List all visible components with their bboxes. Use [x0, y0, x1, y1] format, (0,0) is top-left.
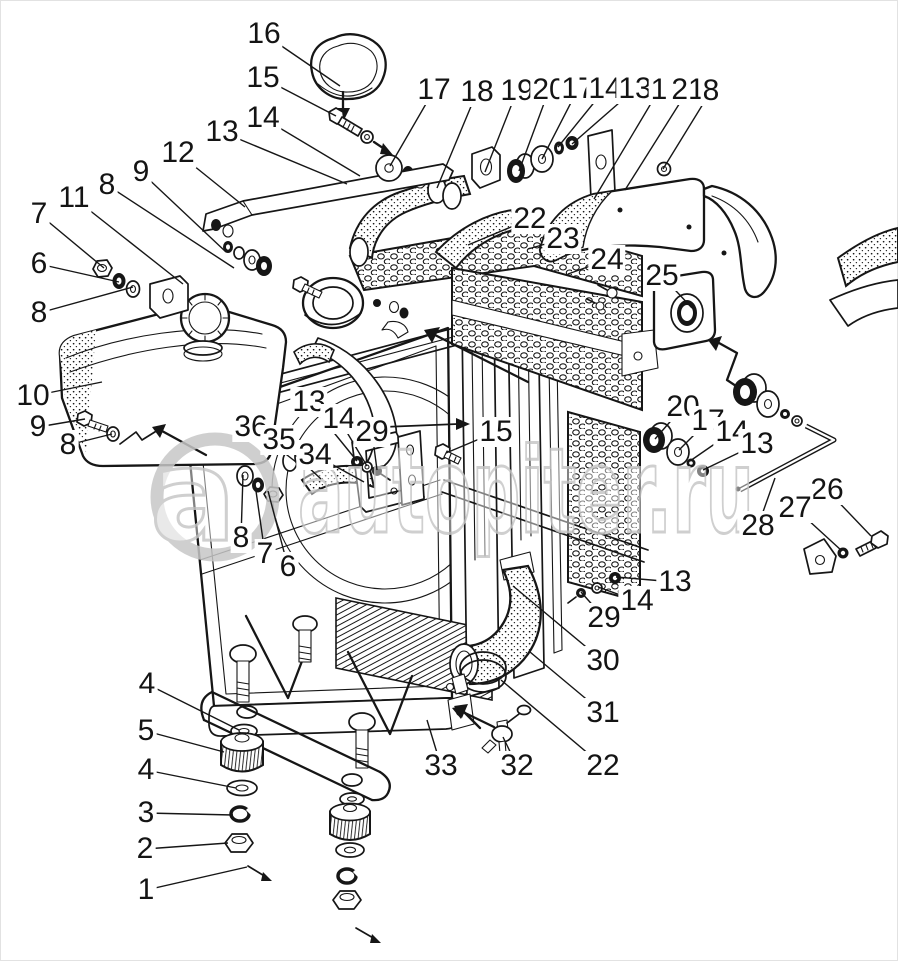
callout-2: 2 — [134, 832, 156, 865]
callout-27: 27 — [776, 491, 814, 524]
callout-22: 22 — [511, 202, 549, 235]
callout-8: 8 — [96, 168, 118, 201]
callout-14: 14 — [320, 402, 358, 435]
callout-31: 31 — [584, 696, 622, 729]
shroud-plate-21 — [702, 184, 777, 299]
callout-9: 9 — [27, 410, 49, 443]
callout-26: 26 — [808, 473, 846, 506]
callout-3: 3 — [135, 796, 157, 829]
callout-10: 10 — [14, 379, 52, 412]
callout-13: 13 — [290, 385, 328, 418]
callout-8: 8 — [28, 296, 50, 329]
callout-4: 4 — [136, 667, 158, 700]
callout-15: 15 — [477, 415, 515, 448]
callout-7: 7 — [254, 537, 276, 570]
callout-14: 14 — [618, 584, 656, 617]
callout-13: 13 — [656, 565, 694, 598]
callout-16: 16 — [245, 17, 283, 50]
cushion-stack-left — [220, 723, 272, 881]
callout-8: 8 — [700, 74, 722, 107]
callout-18: 18 — [458, 75, 496, 108]
callout-30: 30 — [584, 644, 622, 677]
callout-28: 28 — [739, 509, 777, 542]
callout-32: 32 — [498, 749, 536, 782]
callout-13: 13 — [616, 72, 654, 105]
callout-33: 33 — [422, 749, 460, 782]
callout-7: 7 — [28, 197, 50, 230]
callout-11: 11 — [56, 181, 92, 214]
callout-5: 5 — [135, 714, 157, 747]
callout-6: 6 — [28, 247, 50, 280]
callout-24: 24 — [588, 243, 626, 276]
callout-19: 19 — [498, 74, 536, 107]
callout-6: 6 — [277, 550, 299, 583]
callout-17: 17 — [415, 73, 453, 106]
callout-12: 12 — [159, 136, 197, 169]
callout-15: 15 — [244, 61, 282, 94]
callout-9: 9 — [130, 155, 152, 188]
callout-13: 13 — [203, 115, 241, 148]
callout-35: 35 — [260, 423, 298, 456]
callout-8: 8 — [57, 428, 79, 461]
callout-14: 14 — [244, 101, 282, 134]
right-edge-hoses — [829, 226, 898, 327]
callout-34: 34 — [296, 438, 334, 471]
callout-1: 1 — [648, 73, 670, 106]
callout-29: 29 — [585, 601, 623, 634]
mounting-legs — [229, 614, 414, 769]
overflow-hose — [293, 343, 335, 366]
hose-clamp-22 — [445, 651, 507, 695]
callout-21: 21 — [669, 73, 707, 106]
callout-4: 4 — [135, 753, 157, 786]
callout-13: 13 — [738, 427, 776, 460]
cushion-stack-right — [329, 792, 381, 943]
callout-1: 1 — [135, 873, 157, 906]
callout-23: 23 — [544, 222, 582, 255]
callout-8: 8 — [230, 521, 252, 554]
callout-29: 29 — [353, 415, 391, 448]
callout-25: 25 — [643, 259, 681, 292]
callout-22: 22 — [584, 749, 622, 782]
